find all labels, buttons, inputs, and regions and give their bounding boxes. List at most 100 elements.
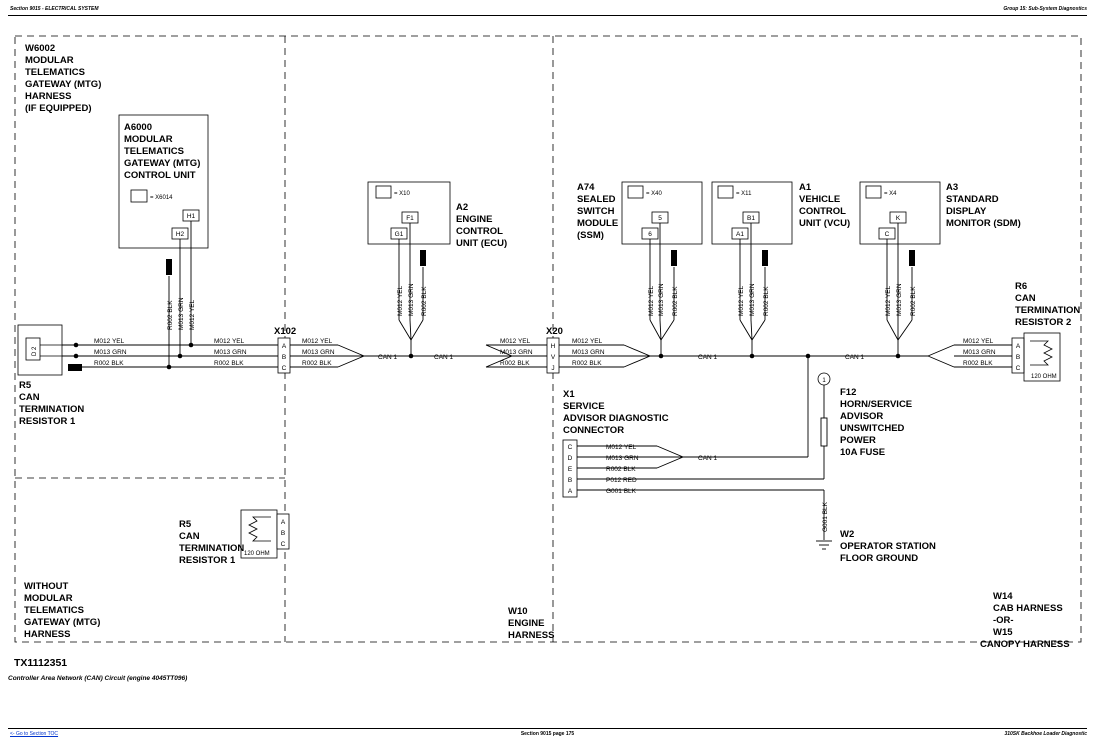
svg-text:M012 YEL: M012 YEL bbox=[963, 338, 994, 345]
svg-text:H2: H2 bbox=[176, 231, 185, 238]
a3-wire-labels: M012 YEL M013 GRN R002 BLK bbox=[885, 283, 917, 316]
a1-drops bbox=[739, 223, 766, 356]
svg-text:B: B bbox=[568, 477, 572, 484]
a2-wire-labels: M012 YEL M013 GRN R002 BLK bbox=[397, 283, 428, 316]
svg-text:M012 YEL: M012 YEL bbox=[648, 285, 655, 316]
svg-text:K: K bbox=[896, 215, 901, 222]
header-group: Group 15: Sub-System Diagnostics bbox=[1003, 6, 1087, 12]
svg-text:CAN 1: CAN 1 bbox=[378, 354, 398, 361]
svg-text:CAN 1: CAN 1 bbox=[434, 354, 454, 361]
svg-text:G1: G1 bbox=[395, 231, 404, 238]
shield-marker bbox=[420, 250, 426, 266]
svg-text:M012 YEL: M012 YEL bbox=[606, 444, 637, 451]
a74-drops bbox=[649, 223, 675, 356]
svg-text:M012 YEL: M012 YEL bbox=[885, 285, 892, 316]
svg-text:D: D bbox=[568, 455, 573, 462]
svg-text:R002 BLK: R002 BLK bbox=[167, 300, 174, 330]
svg-text:M013 GRN: M013 GRN bbox=[606, 455, 639, 462]
svg-text:B: B bbox=[282, 354, 286, 361]
can-trunk-labels: CAN 1 CAN 1 CAN 1 CAN 1 bbox=[378, 354, 865, 361]
svg-text:= X10: = X10 bbox=[394, 191, 411, 197]
svg-text:R002 BLK: R002 BLK bbox=[302, 360, 332, 367]
svg-text:= X40: = X40 bbox=[646, 191, 663, 197]
svg-text:C: C bbox=[568, 444, 573, 451]
figure-caption: Controller Area Network (CAN) Circuit (e… bbox=[8, 675, 187, 682]
svg-text:M013 GRN: M013 GRN bbox=[963, 349, 996, 356]
svg-text:= X4: = X4 bbox=[884, 191, 897, 197]
svg-text:D 2: D 2 bbox=[32, 346, 38, 356]
svg-text:A1: A1 bbox=[736, 231, 744, 238]
document-title: 310SK Backhoe Loader Diagnostic bbox=[1004, 731, 1087, 737]
a3-drops bbox=[886, 223, 913, 356]
r5-black-terminal bbox=[68, 364, 82, 371]
svg-text:M012 YEL: M012 YEL bbox=[572, 338, 603, 345]
svg-text:R002 BLK: R002 BLK bbox=[672, 286, 679, 316]
svg-text:M013 GRN: M013 GRN bbox=[572, 349, 605, 356]
left-bus-wires bbox=[62, 344, 278, 368]
figure-id: TX1112351 bbox=[14, 657, 67, 669]
svg-text:G001 BLK: G001 BLK bbox=[606, 488, 637, 495]
x1-wire-labels: M012 YEL M013 GRN R002 BLK P012 RED G001… bbox=[606, 444, 829, 532]
r6-wires bbox=[927, 344, 1012, 368]
svg-text:G001 BLK: G001 BLK bbox=[822, 501, 829, 532]
svg-text:H: H bbox=[551, 343, 556, 350]
svg-text:X20: X20 bbox=[546, 326, 563, 337]
shield-marker bbox=[671, 250, 677, 266]
svg-text:120 OHM: 120 OHM bbox=[1031, 374, 1057, 380]
svg-text:M012 YEL: M012 YEL bbox=[214, 338, 245, 345]
x20-connector: X20 H V J bbox=[546, 326, 563, 374]
svg-text:R002 BLK: R002 BLK bbox=[94, 360, 124, 367]
svg-text:6: 6 bbox=[648, 231, 652, 238]
svg-text:CAN 1: CAN 1 bbox=[845, 354, 865, 361]
header-rule bbox=[8, 15, 1087, 16]
svg-text:1: 1 bbox=[822, 378, 826, 384]
svg-text:R002 BLK: R002 BLK bbox=[606, 466, 636, 473]
svg-text:M012 YEL: M012 YEL bbox=[397, 285, 404, 316]
svg-text:V: V bbox=[551, 354, 556, 361]
svg-text:M013 GRN: M013 GRN bbox=[749, 283, 756, 316]
footer-rule bbox=[8, 728, 1087, 729]
svg-text:M012 YEL: M012 YEL bbox=[302, 338, 333, 345]
header-section: Section 9015 - ELECTRICAL SYSTEM bbox=[10, 6, 99, 12]
svg-text:B1: B1 bbox=[747, 215, 755, 222]
a74-wire-labels: M012 YEL M013 GRN R002 BLK bbox=[648, 283, 679, 316]
svg-text:R002 BLK: R002 BLK bbox=[572, 360, 602, 367]
left-bus-labels: M012 YEL M013 GRN R002 BLK M012 YEL M013… bbox=[94, 338, 247, 367]
svg-text:H1: H1 bbox=[187, 213, 196, 220]
shield-marker bbox=[166, 259, 172, 275]
a1-wire-labels: M012 YEL M013 GRN R002 BLK bbox=[738, 283, 770, 316]
svg-text:E: E bbox=[568, 466, 573, 473]
svg-text:A: A bbox=[282, 343, 287, 350]
svg-text:R002 BLK: R002 BLK bbox=[763, 286, 770, 316]
svg-text:M012 YEL: M012 YEL bbox=[738, 285, 745, 316]
svg-text:J: J bbox=[551, 365, 554, 372]
svg-text:R002 BLK: R002 BLK bbox=[421, 286, 428, 316]
x20-left-wires bbox=[485, 344, 652, 368]
svg-text:120 OHM: 120 OHM bbox=[244, 551, 270, 557]
go-to-section-toc-link[interactable]: <- Go to Section TOC bbox=[10, 731, 59, 737]
svg-text:M013 GRN: M013 GRN bbox=[500, 349, 533, 356]
shield-marker bbox=[909, 250, 915, 266]
svg-text:= X11: = X11 bbox=[736, 191, 752, 197]
